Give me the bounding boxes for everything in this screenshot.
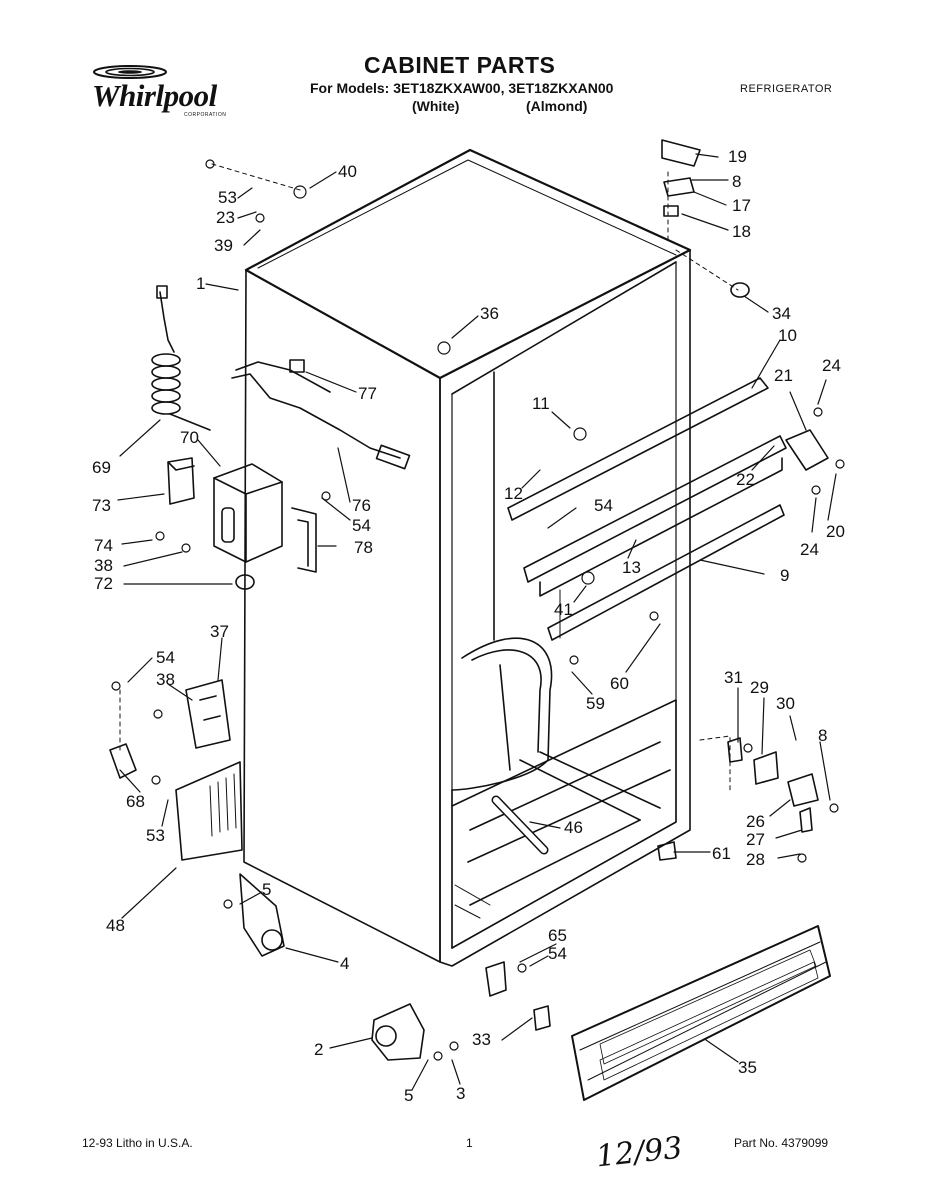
logo-swirl-icon	[93, 65, 167, 79]
callout-20: 20	[826, 522, 845, 541]
callout-36: 36	[480, 304, 499, 323]
callout-5: 5	[404, 1086, 414, 1105]
color-white-label: (White)	[412, 98, 460, 114]
callout-61: 61	[712, 844, 731, 863]
drain-tube-inner	[493, 797, 547, 853]
callout-4: 4	[340, 954, 350, 973]
logo-corporation: CORPORATION	[184, 112, 227, 118]
callout-38: 38	[156, 670, 175, 689]
guide-lines	[119, 163, 739, 791]
callout-40: 40	[338, 162, 357, 181]
callout-35: 35	[738, 1058, 757, 1077]
callout-34: 34	[772, 304, 791, 323]
callout-23: 23	[216, 208, 235, 227]
callout-21: 21	[774, 366, 793, 385]
callout-46: 46	[564, 818, 583, 837]
callout-12: 12	[504, 484, 523, 503]
callout-65: 65	[548, 926, 567, 945]
callout-53: 53	[218, 188, 237, 207]
callout-18: 18	[732, 222, 751, 241]
callout-41: 41	[554, 600, 573, 619]
callout-74: 74	[94, 536, 113, 555]
fasteners	[111, 159, 845, 1061]
callout-8: 8	[818, 726, 828, 745]
callout-54: 54	[594, 496, 613, 515]
callout-9: 9	[780, 566, 790, 585]
callout-5: 5	[262, 880, 272, 899]
callout-27: 27	[746, 830, 765, 849]
lower-left-components	[109, 679, 285, 957]
callout-31: 31	[724, 668, 743, 687]
callout-3: 3	[456, 1084, 466, 1103]
rail-assemblies	[507, 377, 787, 641]
callout-60: 60	[610, 674, 629, 693]
callout-24: 24	[800, 540, 819, 559]
callout-69: 69	[92, 458, 111, 477]
callout-54: 54	[156, 648, 175, 667]
callout-24: 24	[822, 356, 841, 375]
callout-39: 39	[214, 236, 233, 255]
callout-26: 26	[746, 812, 765, 831]
callout-48: 48	[106, 916, 125, 935]
small-clips	[485, 961, 551, 1031]
callout-68: 68	[126, 792, 145, 811]
callout-38: 38	[94, 556, 113, 575]
wire-harness	[231, 359, 411, 470]
toe-grille	[571, 925, 831, 1101]
callout-2: 2	[314, 1040, 324, 1059]
callout-77: 77	[358, 384, 377, 403]
callout-73: 73	[92, 496, 111, 515]
appliance-category: REFRIGERATOR	[740, 83, 833, 95]
callout-59: 59	[586, 694, 605, 713]
callout-54: 54	[548, 944, 567, 963]
callout-29: 29	[750, 678, 769, 697]
callout-19: 19	[728, 147, 747, 166]
part-number: Part No. 4379099	[734, 1136, 829, 1150]
callout-72: 72	[94, 574, 113, 593]
callout-22: 22	[736, 470, 755, 489]
callout-33: 33	[472, 1030, 491, 1049]
model-list: For Models: 3ET18ZKXAW00, 3ET18ZKXAN00	[310, 80, 614, 96]
callout-10: 10	[778, 326, 797, 345]
callout-8: 8	[732, 172, 742, 191]
callout-78: 78	[354, 538, 373, 557]
roller-assembly	[371, 1003, 425, 1061]
whirlpool-logo: Whirlpool CORPORATION	[82, 62, 232, 132]
control-box	[167, 457, 317, 590]
callout-37: 37	[210, 622, 229, 641]
cabinet-body	[243, 148, 692, 967]
page-number: 1	[466, 1136, 473, 1150]
callout-53: 53	[146, 826, 165, 845]
callout-30: 30	[776, 694, 795, 713]
power-cord	[151, 285, 211, 431]
callout-13: 13	[622, 558, 641, 577]
callout-11: 11	[532, 394, 550, 413]
logo-wordmark: Whirlpool	[92, 78, 217, 113]
callout-28: 28	[746, 850, 765, 869]
litho-note: 12-93 Litho in U.S.A.	[82, 1136, 193, 1150]
color-almond-label: (Almond)	[526, 98, 588, 114]
leader-lines	[117, 153, 837, 1091]
callout-1: 1	[196, 274, 206, 293]
callout-17: 17	[732, 196, 751, 215]
callout-76: 76	[352, 496, 371, 515]
callout-70: 70	[180, 428, 199, 447]
callout-54: 54	[352, 516, 371, 535]
